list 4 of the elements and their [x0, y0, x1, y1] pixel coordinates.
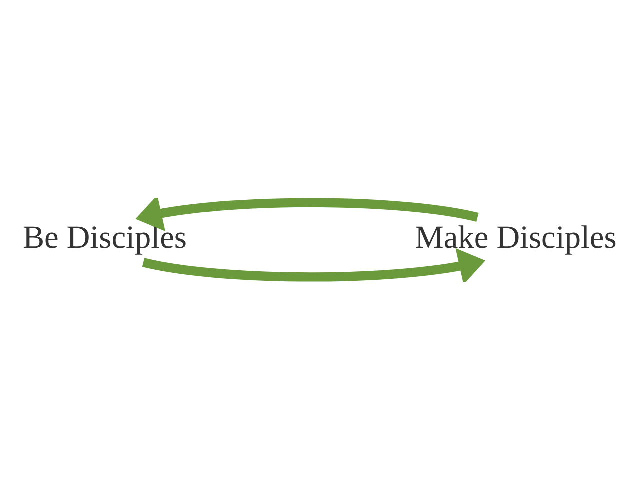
arrow — [142, 248, 486, 282]
node-text: Be Disciples — [22, 218, 187, 255]
node-text: Make Disciples — [415, 218, 617, 255]
arrow — [136, 198, 479, 232]
